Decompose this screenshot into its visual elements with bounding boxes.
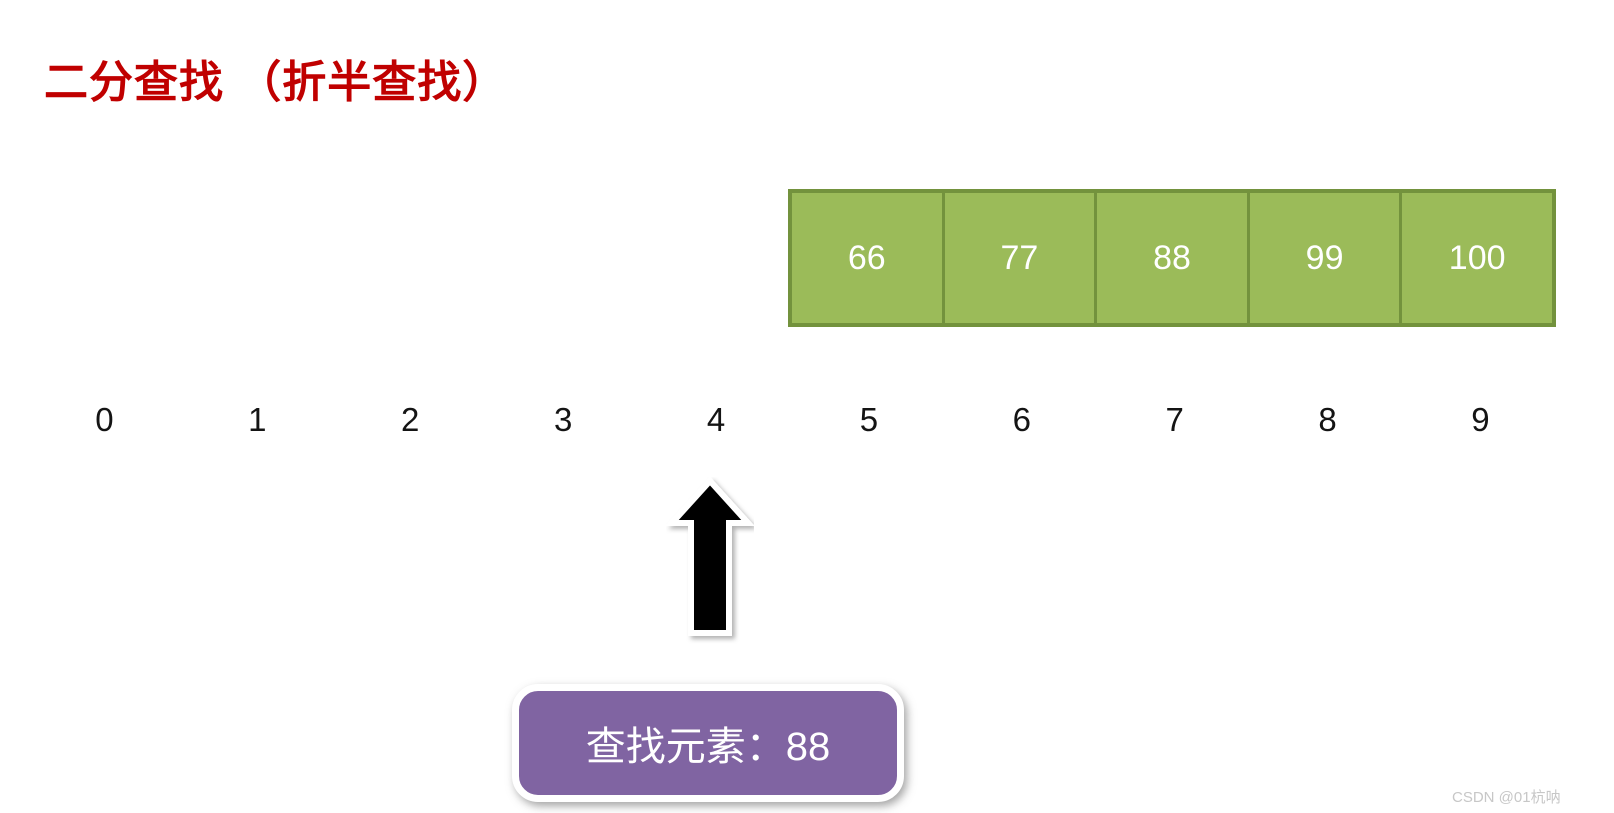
index-label: 0 — [95, 401, 114, 438]
cell-value: 99 — [1305, 238, 1344, 277]
index-label: 1 — [248, 401, 267, 438]
search-target-label: 查找元素：88 — [585, 725, 831, 769]
cell-value: 88 — [1153, 238, 1191, 277]
watermark: CSDN @01杭呐 — [1452, 789, 1561, 806]
array-cell: 88 — [1094, 193, 1247, 323]
index-label: 2 — [401, 401, 420, 438]
array-cell: 66 — [792, 193, 942, 323]
up-arrow-icon — [665, 476, 755, 645]
cell-value: 100 — [1448, 238, 1506, 277]
array-cell: 99 — [1246, 193, 1400, 323]
index-label: 7 — [1165, 401, 1184, 438]
array-cell: 77 — [941, 193, 1095, 323]
index-label: 3 — [553, 401, 573, 438]
index-label: 9 — [1471, 401, 1490, 438]
search-target-box: 查找元素：88 — [512, 684, 904, 802]
index-label: 4 — [706, 401, 726, 438]
cell-value: 66 — [847, 238, 886, 277]
index-row: 0 1 2 3 4 5 6 7 8 9 — [28, 396, 1557, 444]
index-label: 8 — [1318, 401, 1337, 438]
page-title: 二分查找 （折半查找） — [44, 58, 508, 107]
cell-value: 77 — [1000, 238, 1039, 277]
index-label: 5 — [859, 401, 879, 438]
array-cell: 100 — [1399, 193, 1552, 323]
array-row: 66 77 88 99 100 — [788, 189, 1556, 327]
index-label: 6 — [1012, 401, 1031, 438]
